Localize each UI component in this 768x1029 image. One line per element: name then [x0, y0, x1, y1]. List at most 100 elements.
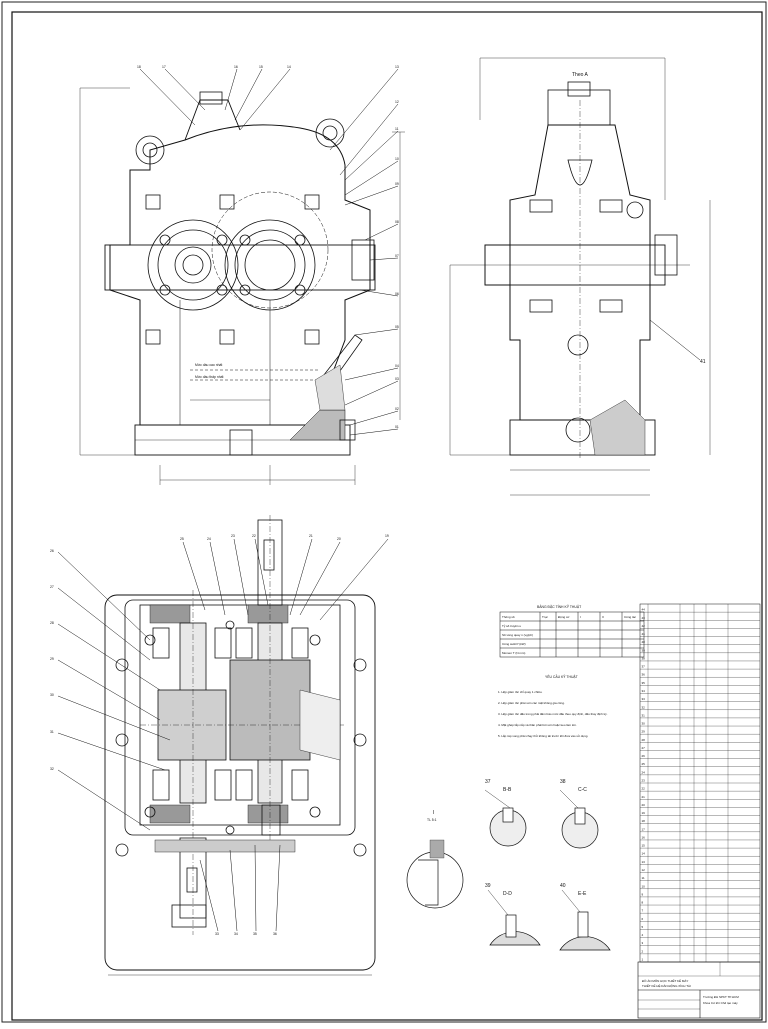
bom-row-number: 20 [642, 803, 646, 807]
front-callout: 14 [287, 65, 291, 69]
spec-header: II [602, 615, 604, 619]
title-block-title: ĐỒ ÁN MÔN HỌC THIẾT KẾ MÁY [642, 978, 688, 983]
front-callout: 07 [395, 254, 399, 258]
bom-row-number: 40 [642, 640, 646, 644]
front-callout: 06 [395, 292, 399, 296]
plan-callout-left: 31 [50, 730, 54, 734]
detail-scale: TL 5:1 [427, 818, 437, 822]
bom-row-number: 21 [642, 795, 646, 799]
requirements-title: YÊU CẦU KỸ THUẬT [545, 674, 578, 679]
side-callout-41: 41 [700, 359, 706, 365]
front-callout: 15 [259, 65, 263, 69]
bill-of-materials [639, 603, 761, 963]
front-callout: 10 [395, 157, 399, 161]
front-view [79, 87, 405, 485]
plan-callout-top: 23 [231, 534, 235, 538]
bom-row-number: 42 [642, 624, 646, 628]
front-callout: 08 [395, 220, 399, 224]
bom-row-number: 13 [642, 860, 646, 864]
spec-cell: Công suất P (kW) [502, 642, 526, 646]
bom-row-number: 4 [642, 933, 644, 937]
bom-row-number: 11 [642, 876, 645, 880]
bom-row-number: 12 [642, 868, 646, 872]
spec-header: Động cơ [558, 615, 570, 619]
bom-row-number: 17 [642, 827, 646, 831]
title-block-school: Trường ĐH SPKT TP.HCM [703, 995, 739, 999]
plan-callout-bottom: 33 [215, 932, 219, 936]
spec-cell: Tỷ số truyền u [502, 624, 521, 628]
spec-header: I [580, 615, 581, 619]
plan-callout-top: 24 [207, 537, 211, 541]
section-number: 40 [560, 883, 566, 889]
bom-row-number: 7 [642, 909, 644, 913]
bom-row-number: 8 [642, 901, 644, 905]
requirement-line: 4. Mặt ghép lắp nắp và thân phải bôi sơn… [498, 722, 577, 727]
spec-table-title: BẢNG ĐẶC TÍNH KỸ THUẬT [537, 604, 581, 609]
section-number: 39 [485, 883, 491, 889]
bom-row-number: 24 [642, 770, 646, 774]
front-callout: 03 [395, 377, 399, 381]
spec-header: Thông số [502, 615, 515, 619]
bom-row-number: 39 [642, 648, 646, 652]
inner-frame [11, 11, 763, 1021]
bom-row-number: 43 [642, 616, 646, 620]
spec-cell: Momen T (N.mm) [502, 651, 525, 655]
bom-row-number: 15 [642, 844, 646, 848]
side-view-title: Theo A [572, 72, 589, 78]
plan-leader-lines [57, 538, 389, 932]
technical-requirements: YÊU CẦU KỸ THUẬT 1. Hộp giảm tốc chỉ qua… [498, 674, 608, 738]
plan-callout-left: 26 [50, 549, 54, 553]
plan-callout-bottom: 34 [234, 932, 238, 936]
front-callout: 12 [395, 100, 399, 104]
detail-label: I [433, 810, 434, 816]
bom-row-number: 33 [642, 697, 646, 701]
requirement-line: 1. Hộp giảm tốc chỉ quay 1 chiều. [498, 690, 543, 694]
title-block-faculty: Khoa Cơ khí Chế tạo máy [703, 1001, 738, 1005]
spec-table: BẢNG ĐẶC TÍNH KỸ THUẬT [499, 604, 645, 658]
requirement-line: 2. Hộp giảm tốc phải sơn các mặt không g… [498, 701, 565, 705]
bom-row-number: 3 [642, 941, 644, 945]
plan-callout-left: 27 [50, 585, 54, 589]
front-callout: 18 [137, 65, 141, 69]
front-leader-lines [139, 68, 399, 436]
bom-row-number: 34 [642, 689, 646, 693]
spec-cell: Số vòng quay n (vg/ph) [502, 633, 533, 637]
plan-callout-top: 25 [180, 537, 184, 541]
front-callout: 13 [395, 65, 399, 69]
bom-row-number: 14 [642, 852, 646, 856]
bom-row-number: 35 [642, 681, 646, 685]
bom-row-number: 41 [642, 632, 646, 636]
bom-row-number: 6 [642, 917, 644, 921]
plan-callout-left: 28 [50, 621, 54, 625]
bom-row-number: 30 [642, 722, 646, 726]
bom-row-number: 1 [642, 958, 644, 962]
side-view [449, 57, 711, 496]
plan-callout-top: 20 [337, 537, 341, 541]
plan-callout-top: 21 [309, 534, 313, 538]
spec-header: Công tác [624, 615, 637, 619]
front-callout: 17 [162, 65, 166, 69]
plan-callout-left: 29 [50, 657, 54, 661]
bom-row-number: 5 [642, 925, 644, 929]
section-name: D-D [503, 891, 512, 897]
front-callout: 05 [395, 325, 399, 329]
bom-row-number: 44 [642, 608, 646, 612]
section-number: 38 [560, 779, 566, 785]
plan-callout-left: 32 [50, 767, 54, 771]
front-callout: 09 [395, 182, 399, 186]
front-callout: 01 [395, 425, 399, 429]
front-callout: 04 [395, 364, 399, 368]
section-name: B-B [503, 787, 512, 793]
bom-row-number: 29 [642, 730, 646, 734]
spec-header: Trục [542, 615, 548, 619]
bom-row-number: 26 [642, 754, 646, 758]
bom-row-number: 37 [642, 665, 646, 669]
sections [406, 789, 611, 951]
bom-row-number: 22 [642, 787, 646, 791]
front-callout: 02 [395, 407, 399, 411]
bom-row-number: 16 [642, 835, 646, 839]
bom-row-number: 18 [642, 819, 646, 823]
